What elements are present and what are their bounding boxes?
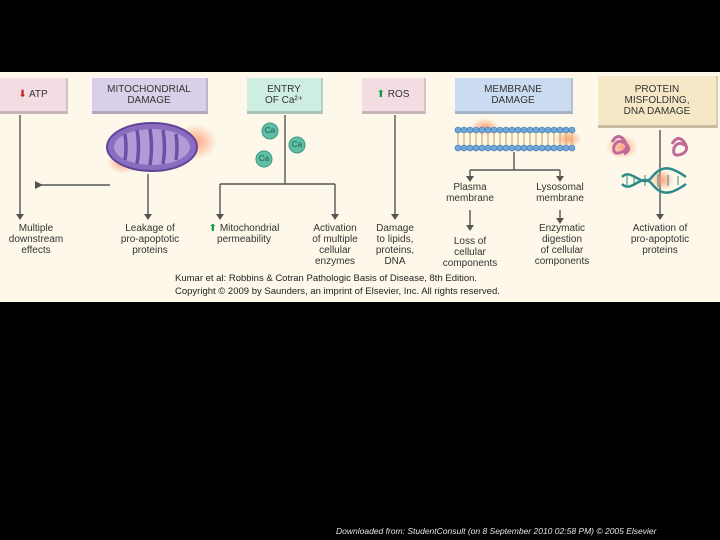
- lipid-head: [472, 144, 480, 152]
- outcome-leakage: Leakage of pro-apoptotic proteins: [120, 223, 180, 256]
- lipid-head: [466, 144, 474, 152]
- lipid-head: [538, 126, 546, 134]
- lipid-head: [490, 126, 498, 134]
- outcome-multiple-effects: Multiple downstream effects: [8, 223, 64, 256]
- lipid-head: [502, 144, 510, 152]
- header-mito-line1: MITOCHONDRIAL: [107, 83, 191, 95]
- header-atp-label: ATP: [28, 89, 48, 100]
- header-ros-label: ROS: [387, 89, 410, 100]
- lipid-head: [454, 144, 462, 152]
- lipid-head: [514, 126, 522, 134]
- lipid-head: [550, 126, 558, 134]
- lipid-head: [490, 144, 498, 152]
- lipid-head: [520, 126, 528, 134]
- lipid-head: [538, 144, 546, 152]
- down-arrow-icon: ⬇: [18, 89, 27, 100]
- lipid-head: [568, 144, 576, 152]
- lipid-head: [556, 144, 564, 152]
- lipid-head: [550, 144, 558, 152]
- up-arrow-icon: ⬆: [208, 223, 218, 234]
- header-protein-line2: MISFOLDING,: [624, 95, 690, 106]
- ion-label: Ca: [264, 126, 276, 135]
- lipid-head: [520, 144, 528, 152]
- lipid-head: [544, 144, 552, 152]
- connector-graphics: [16, 115, 689, 231]
- up-arrow-icon: ⬆: [376, 89, 385, 100]
- header-atp: ⬇ ATP: [0, 78, 68, 114]
- pathway-figure: ⬇ ATP MITOCHONDRIAL DAMAGE ENTRY OF Ca²⁺…: [0, 72, 720, 302]
- lipid-head: [460, 126, 468, 134]
- ion-label: Ca: [258, 154, 270, 163]
- lipid-head: [562, 126, 570, 134]
- lipid-head: [562, 144, 570, 152]
- lipid-head: [508, 126, 516, 134]
- lipid-head: [526, 144, 534, 152]
- lipid-head: [502, 126, 510, 134]
- lipid-head: [484, 126, 492, 134]
- misfolded-protein-and-dna: [606, 135, 689, 194]
- lipid-head: [496, 126, 504, 134]
- lipid-head: [568, 126, 576, 134]
- outcome-activation-pro-apoptotic: Activation of pro-apoptotic proteins: [630, 223, 690, 256]
- header-protein-line1: PROTEIN: [634, 84, 680, 95]
- header-mito-line2: DAMAGE: [127, 94, 171, 106]
- header-mitochondrial-damage: MITOCHONDRIAL DAMAGE: [92, 78, 208, 114]
- header-ca-line1: ENTRY: [267, 83, 301, 95]
- plasma-membrane-label: Plasma membrane: [446, 182, 494, 204]
- lipid-head: [466, 126, 474, 134]
- lipid-head: [544, 126, 552, 134]
- lipid-head: [556, 126, 564, 134]
- lipid-head: [496, 144, 504, 152]
- calcium-ions: [255, 122, 306, 168]
- lipid-head: [478, 144, 486, 152]
- header-membrane-damage: MEMBRANE DAMAGE: [455, 78, 573, 114]
- mitochondrion-illustration: [106, 122, 217, 174]
- header-ca-line2: OF Ca²⁺: [264, 94, 304, 106]
- outcome-damage-lipids: Damage to lipids, proteins, DNA: [375, 223, 415, 267]
- outcome-enzymatic-digestion: Enzymatic digestion of cellular componen…: [534, 223, 590, 267]
- lipid-head: [532, 126, 540, 134]
- lipid-head: [460, 144, 468, 152]
- lipid-head: [532, 144, 540, 152]
- lipid-head: [514, 144, 522, 152]
- header-protein-line3: DNA DAMAGE: [623, 106, 691, 117]
- header-membrane-line1: MEMBRANE: [484, 83, 542, 95]
- header-membrane-line2: DAMAGE: [491, 94, 535, 106]
- outcome-mito-permeability: ⬆ Mitochondrial permeability: [208, 223, 280, 245]
- lipid-head: [478, 126, 486, 134]
- lipid-head: [526, 126, 534, 134]
- outcome-loss-components: Loss of cellular components: [442, 236, 498, 269]
- lysosomal-membrane-label: Lysosomal membrane: [536, 182, 584, 204]
- header-calcium-entry: ENTRY OF Ca²⁺: [247, 78, 323, 114]
- lipid-head: [508, 144, 516, 152]
- lipid-head: [454, 126, 462, 134]
- outcome-activation-enzymes: Activation of multiple cellular enzymes: [312, 223, 358, 267]
- lipid-bilayer: [454, 118, 582, 152]
- lipid-head: [484, 144, 492, 152]
- download-footer: Downloaded from: StudentConsult (on 8 Se…: [336, 526, 657, 536]
- figure-credit-line1: Kumar et al: Robbins & Cotran Pathologic…: [175, 273, 478, 284]
- header-protein-misfolding: PROTEIN MISFOLDING, DNA DAMAGE: [598, 76, 718, 128]
- ion-label: Ca: [291, 140, 303, 149]
- header-ros: ⬆ ROS: [362, 78, 426, 114]
- lipid-head: [472, 126, 480, 134]
- figure-credit-line2: Copyright © 2009 by Saunders, an imprint…: [175, 286, 500, 297]
